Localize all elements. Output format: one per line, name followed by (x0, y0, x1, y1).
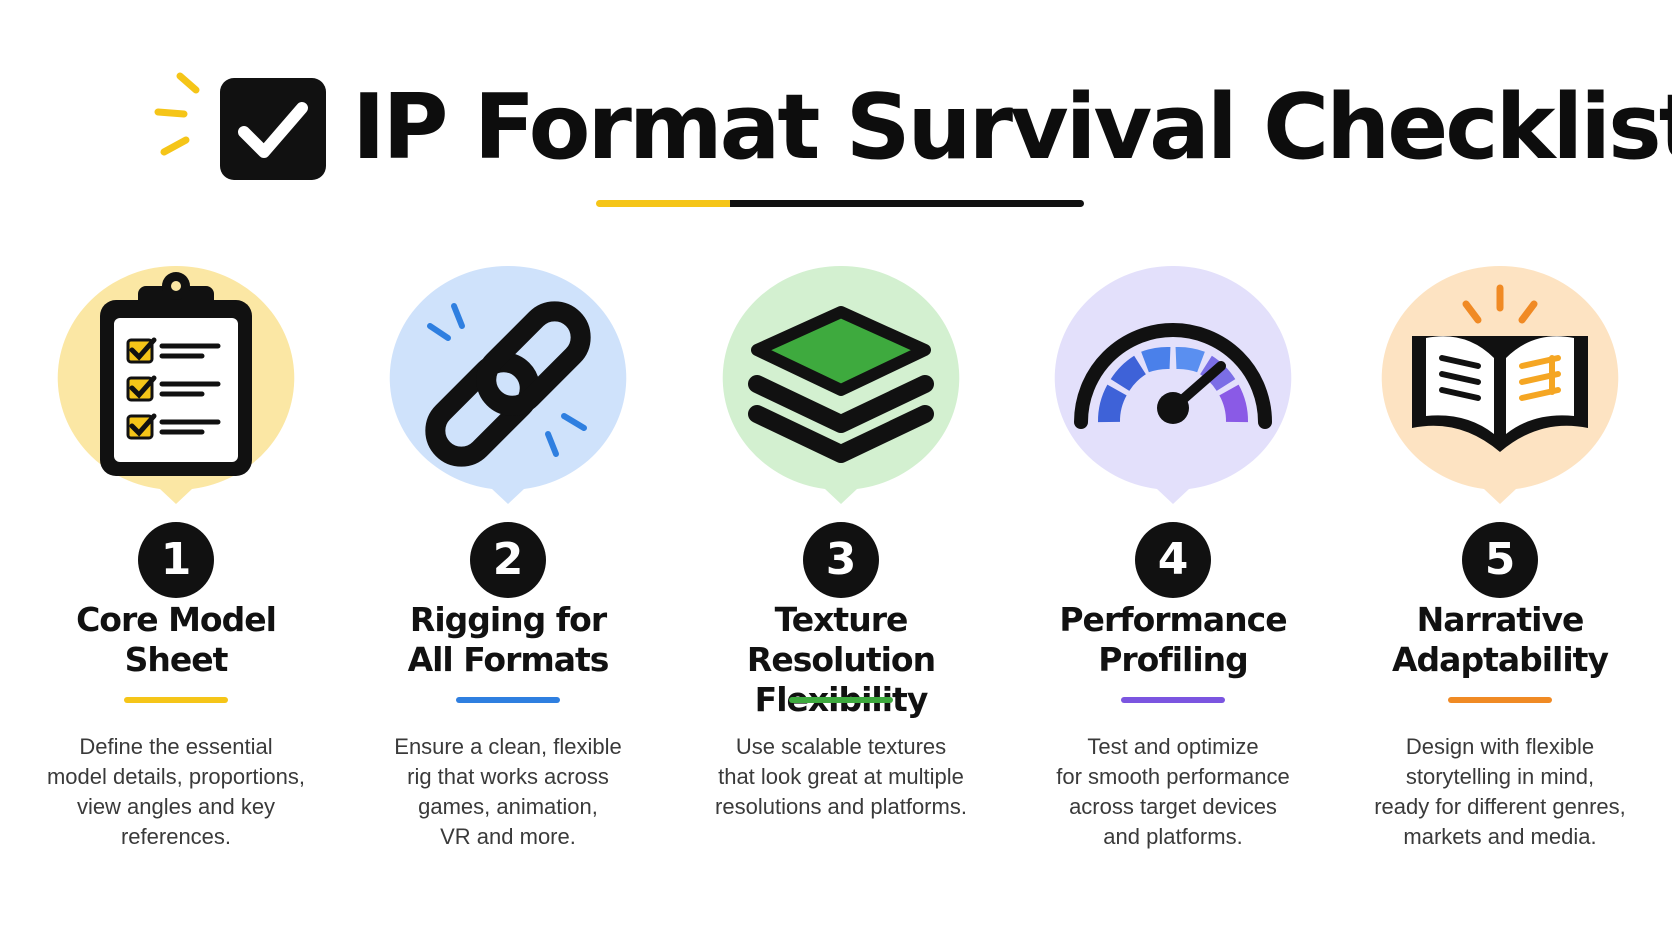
step-description-line: Define the essential (79, 734, 273, 759)
step-title-line-1: Performance (1059, 600, 1287, 639)
step-description-line: Use scalable textures (735, 734, 947, 759)
step-title-line-1: Core Model (76, 600, 277, 639)
step-title-line-2: Adaptability (1392, 640, 1609, 679)
step-number: 1 (138, 522, 214, 598)
step-description: Design with flexible storytelling in min… (1335, 732, 1665, 852)
step-description-line: VR and more. (440, 824, 576, 849)
sparkle-icon (154, 72, 200, 156)
step-accent-bar (789, 697, 893, 703)
step-title-line-2: All Formats (407, 640, 610, 679)
title-underline (596, 200, 1084, 207)
step-accent-bar (124, 697, 228, 703)
step-rigging-for-all-formats: 2 Rigging for All Formats Ensure a clean… (343, 250, 673, 890)
step-description: Use scalable textures that look great at… (676, 732, 1006, 822)
step-description-line: and platforms. (1103, 824, 1243, 849)
step-title: Texture Resolution Flexibility (676, 600, 1006, 720)
step-core-model-sheet: 1 Core Model Sheet Define the essential … (11, 250, 341, 890)
step-narrative-adaptability: 5 Narrative Adaptability Design with fle… (1335, 250, 1665, 890)
step-description: Test and optimize for smooth performance… (1008, 732, 1338, 852)
step-performance-profiling: 4 Performance Profiling Test and optimiz… (1008, 250, 1338, 890)
step-description-line: that look great at multiple (718, 764, 964, 789)
step-description-line: Ensure a clean, flexible (394, 734, 622, 759)
step-number: 3 (803, 522, 879, 598)
step-description-line: resolutions and platforms. (715, 794, 967, 819)
step-texture-resolution-flexibility: 3 Texture Resolution Flexibility Use sca… (676, 250, 1006, 890)
step-description-line: for smooth performance (1056, 764, 1290, 789)
icon-bubble (1054, 266, 1292, 504)
step-accent-bar (1121, 697, 1225, 703)
header: IP Format Survival Checklist (0, 0, 1672, 220)
clipboard-checklist-icon (100, 272, 252, 476)
step-title: Core Model Sheet (11, 600, 341, 680)
step-description-line: Design with flexible (1405, 734, 1595, 759)
step-description-line: markets and media. (1403, 824, 1597, 849)
step-description-line: references. (120, 824, 232, 849)
checkbox-checked-icon (220, 78, 326, 180)
step-title: Rigging for All Formats (343, 600, 673, 680)
step-number: 2 (470, 522, 546, 598)
page-title: IP Format Survival Checklist (352, 75, 1672, 180)
step-title-line-2: Profiling (1098, 640, 1249, 679)
layers-stack-icon (748, 306, 934, 463)
title-underline-yellow (596, 200, 732, 207)
step-accent-bar (1448, 697, 1552, 703)
step-accent-bar (456, 697, 560, 703)
step-description-line: games, animation, (418, 794, 598, 819)
title-underline-black (730, 200, 1084, 207)
step-title-line-2: Sheet (124, 640, 229, 679)
step-description-line: rig that works across (407, 764, 609, 789)
step-title: Narrative Adaptability (1335, 600, 1665, 680)
open-book-icon (1412, 284, 1588, 452)
step-description: Define the essential model details, prop… (11, 732, 341, 852)
step-description-line: view angles and key (76, 794, 276, 819)
step-description-line: storytelling in mind, (1405, 764, 1595, 789)
step-description-line: model details, proportions, (46, 764, 306, 789)
step-description-line: ready for different genres, (1374, 794, 1626, 819)
step-description-line: Test and optimize (1087, 734, 1259, 759)
checklist-steps: 1 Core Model Sheet Define the essential … (0, 250, 1672, 890)
step-description: Ensure a clean, flexible rig that works … (343, 732, 673, 852)
step-description-line: across target devices (1069, 794, 1277, 819)
step-title-line-1: Rigging for (409, 600, 607, 639)
chain-link-icon (425, 301, 591, 467)
step-number: 5 (1462, 522, 1538, 598)
step-number: 4 (1135, 522, 1211, 598)
speedometer-gauge-icon (1074, 323, 1272, 429)
step-title-line-1: Texture Resolution (746, 600, 936, 679)
step-title: Performance Profiling (1008, 600, 1338, 680)
step-title-line-1: Narrative (1416, 600, 1585, 639)
